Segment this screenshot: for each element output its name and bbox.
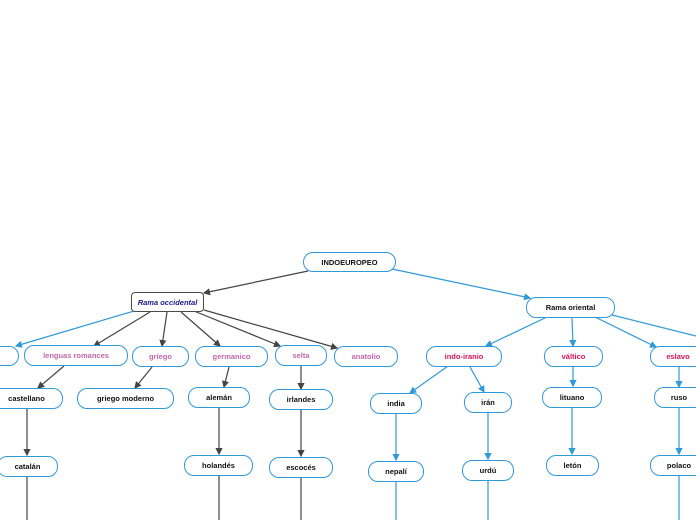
edge-indoiranio-india [409,365,449,394]
node-irlandes[interactable]: irlandes [269,389,333,410]
node-castellano[interactable]: castellano [0,388,63,409]
node-ruso[interactable]: ruso [654,387,696,408]
node-urdu[interactable]: urdú [462,460,514,481]
node-nepali[interactable]: nepalí [368,461,424,482]
node-root[interactable]: INDOEUROPEO [303,252,396,272]
edge-root-oriental [391,268,532,301]
edge-oriental-indoiranio [484,316,548,347]
node-polaco[interactable]: polaco [650,455,696,476]
edge-occidental-griego [159,311,168,348]
edge-indoiranio-iran [469,366,485,394]
edge-occidental-germanico [180,311,221,347]
node-germanico[interactable]: germanico [195,346,268,367]
node-indo-iranio[interactable]: indo-iranio [426,346,502,367]
node-india[interactable]: india [370,393,422,414]
node-griego-moderno[interactable]: griego moderno [77,388,174,409]
node-anatolio[interactable]: anatolio [334,346,398,367]
edge-oriental-valtico [569,317,577,348]
node-lenguas-romances[interactable]: lenguas romances [24,345,128,366]
edge-oriental-right [611,314,696,337]
node-aleman[interactable]: alemán [188,387,250,408]
edge-occidental-romances [92,311,151,347]
node-cut-off-left[interactable] [0,346,19,366]
edge-griego-moderno [134,366,153,389]
node-iran[interactable]: irán [464,392,512,413]
node-escoces[interactable]: escocés [269,457,333,478]
node-leton[interactable]: letón [546,455,599,476]
edge-root-occidental [202,270,309,296]
node-griego[interactable]: griego [132,346,189,367]
node-holandes[interactable]: holandés [184,455,253,476]
node-rama-oriental[interactable]: Rama oriental [526,297,615,318]
edge-oriental-eslavo [594,316,658,348]
node-valtico[interactable]: váltico [544,346,603,367]
node-catalan[interactable]: catalán [0,456,58,477]
edge-germanico-aleman [221,366,230,389]
edge-occidental-left [14,310,135,348]
node-rama-occidental[interactable]: Rama occidental [131,292,204,312]
node-lituano[interactable]: lituano [542,387,602,408]
edge-occidental-anatolio [203,309,339,350]
node-eslavo[interactable]: eslavo [650,346,696,367]
node-selta[interactable]: selta [275,345,327,366]
edge-romances-castellano [37,365,65,389]
edge-occidental-selta [193,310,282,348]
